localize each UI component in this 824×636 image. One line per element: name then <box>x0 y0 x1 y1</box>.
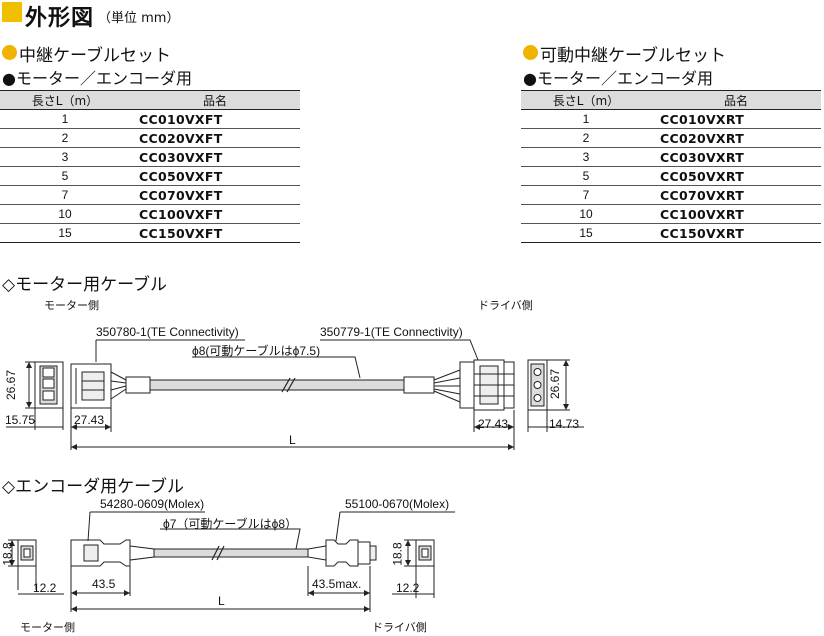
dim-width-right: 12.2 <box>396 581 420 595</box>
driver-side-label: ドライバ側 <box>478 299 533 312</box>
dim-height-left: 18.8 <box>0 542 15 566</box>
bullet-dot-icon <box>523 45 538 60</box>
motor-cable-title: ◇モーター用ケーブル <box>2 275 168 295</box>
motor-side-label: モーター側 <box>20 621 75 634</box>
dim-length-right: 27.43 <box>478 417 509 431</box>
bullet-dot-icon <box>2 45 17 60</box>
flex-cable-title: 可動中継ケーブルセット <box>540 46 726 66</box>
dim-height-right: 18.8 <box>390 542 405 566</box>
cable-diameter-label: ϕ8(可動ケーブルはϕ7.5) <box>192 344 321 358</box>
dim-length-left: 27.43 <box>74 413 105 427</box>
dim-width-left: 15.75 <box>5 413 36 427</box>
dim-height-right: 26.67 <box>548 368 563 400</box>
page-title: 外形図 <box>25 6 95 31</box>
unit-label: （単位 mm） <box>98 11 180 26</box>
dim-length-right: 43.5max. <box>312 577 362 591</box>
driver-side-label: ドライバ側 <box>372 621 427 634</box>
motor-side-label: モーター側 <box>44 299 99 312</box>
dim-length-left: 43.5 <box>92 577 116 591</box>
flex-cable-subtitle: ●モーター／エンコーダ用 <box>523 69 713 88</box>
relay-cable-title: 中継ケーブルセット <box>19 46 171 66</box>
dim-total-length: L <box>289 433 296 447</box>
dim-width-right: 14.73 <box>549 417 580 431</box>
connector-right-label: 350779-1(TE Connectivity) <box>320 325 463 339</box>
connector-left-label: 54280-0609(Molex) <box>100 497 205 511</box>
connector-left-label: 350780-1(TE Connectivity) <box>96 325 239 339</box>
col-product: 品名 <box>651 90 821 110</box>
dim-height-left: 26.67 <box>4 369 19 401</box>
col-length: 長さL（m） <box>0 90 130 110</box>
col-product: 品名 <box>130 90 300 110</box>
cable-diameter-label: ϕ7（可動ケーブルはϕ8） <box>163 517 298 531</box>
encoder-cable-title: ◇エンコーダ用ケーブル <box>2 477 185 497</box>
title-marker <box>2 2 22 22</box>
relay-cable-subtitle: ●モーター／エンコーダ用 <box>2 69 192 88</box>
dim-total-length: L <box>218 594 225 608</box>
connector-right-label: 55100-0670(Molex) <box>345 497 450 511</box>
col-length: 長さL（m） <box>521 90 651 110</box>
dim-width-left: 12.2 <box>33 581 57 595</box>
